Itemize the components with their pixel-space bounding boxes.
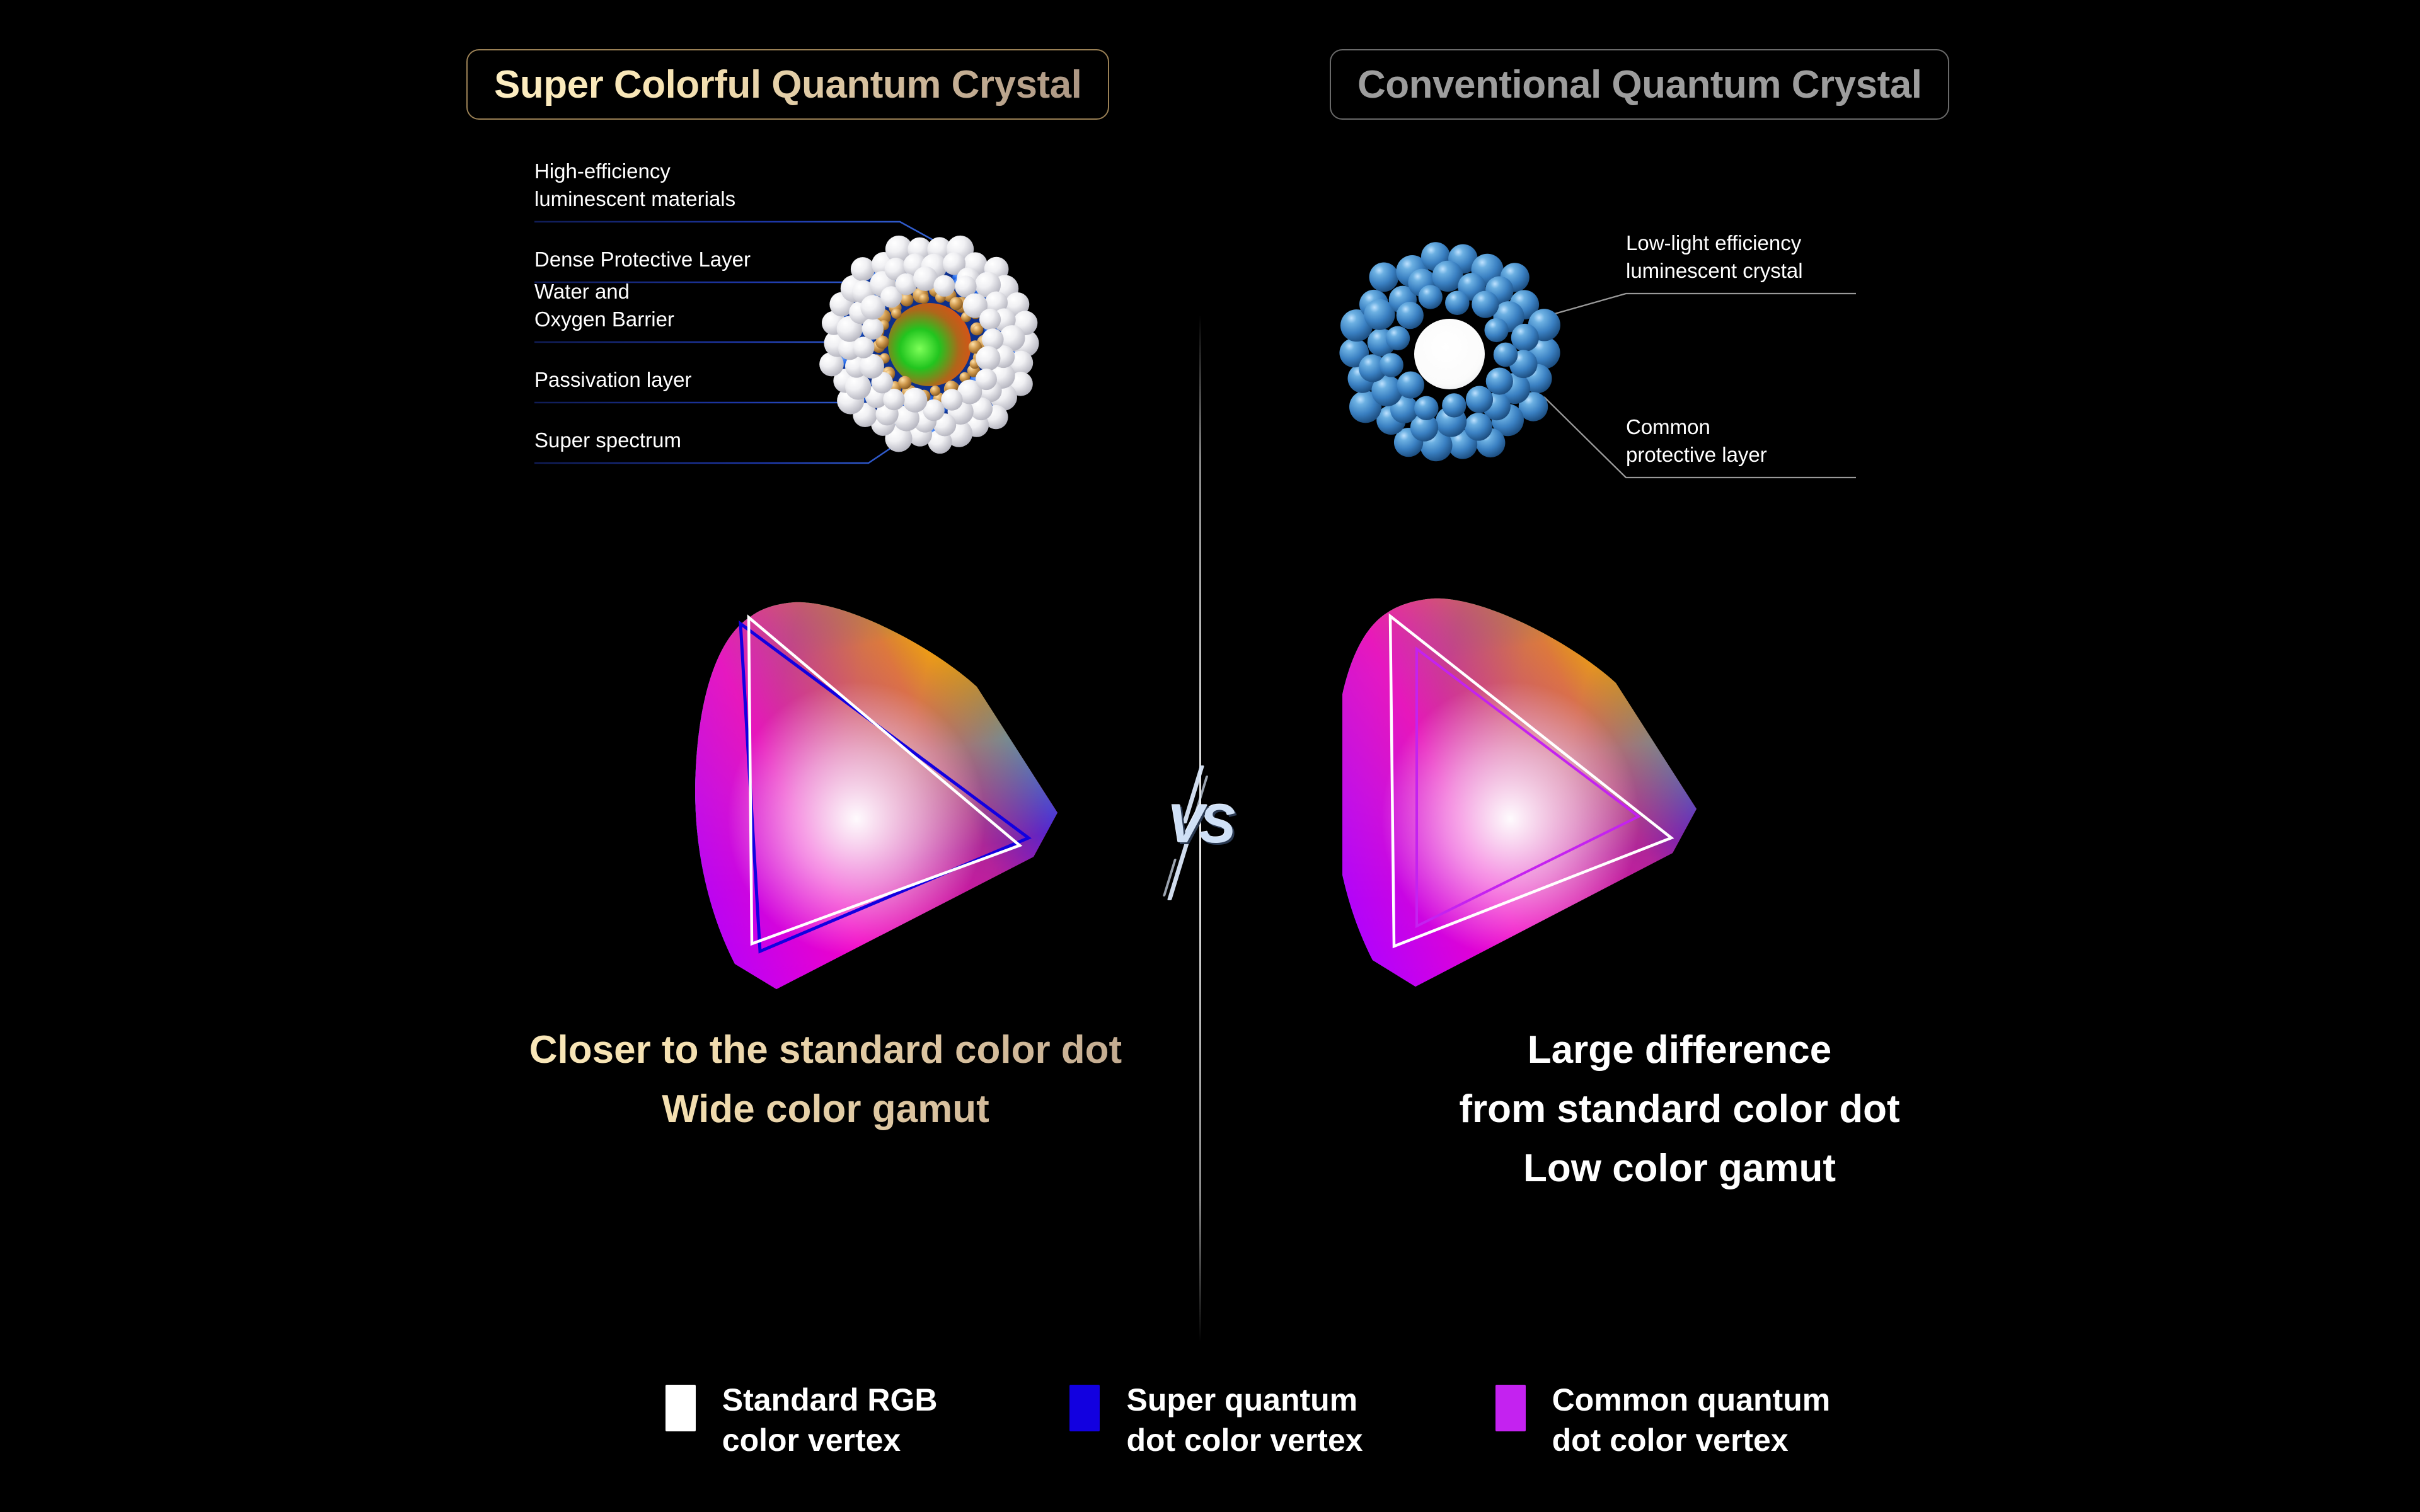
right-panel-caption: Large difference from standard color dot… [1459, 1028, 1900, 1191]
right-panel-title: Conventional Quantum Crystal [1357, 62, 1922, 106]
right-panel-title-box: Conventional Quantum Crystal [1330, 49, 1950, 120]
left-color-gamut-chart [681, 586, 1071, 1002]
conventional-quantum-crystal-illustration [1323, 227, 1576, 479]
center-divider [1199, 315, 1201, 1342]
left-panel-title-box: Super Colorful Quantum Crystal [466, 49, 1110, 120]
legend: Standard RGB color vertex Super quantum … [0, 1380, 2420, 1460]
legend-swatch-standard-rgb [665, 1385, 696, 1431]
annot-left-3-label: Water and Oxygen Barrier [534, 280, 674, 331]
standard-rgb-triangle-left [747, 614, 1023, 946]
annot-left-1: High-efficiency luminescent materials [534, 158, 1013, 222]
right-color-gamut-chart [1342, 586, 1733, 1002]
annot-left-5: Super spectrum [534, 403, 1013, 463]
vs-badge: VS [1158, 765, 1240, 900]
annot-right-1-label: Low-light efficiency luminescent crystal [1626, 231, 1803, 283]
legend-item-super-quantum-dot: Super quantum dot color vertex [1069, 1380, 1363, 1460]
standard-rgb-triangle-right [1388, 613, 1674, 949]
legend-item-common-quantum-dot: Common quantum dot color vertex [1495, 1380, 1831, 1460]
annot-left-2-label: Dense Protective Layer [534, 248, 751, 272]
annot-left-2: Dense Protective Layer [534, 222, 1013, 282]
annot-left-5-label: Super spectrum [534, 428, 681, 452]
annot-right-1: Low-light efficiency luminescent crystal [1626, 214, 2042, 294]
super-colorful-quantum-crystal-illustration [791, 205, 1068, 482]
legend-swatch-common-quantum-dot [1495, 1385, 1526, 1431]
vs-label: VS [1167, 794, 1236, 854]
common-quantum-dot-triangle [1415, 646, 1641, 929]
legend-item-standard-rgb: Standard RGB color vertex [665, 1380, 938, 1460]
legend-swatch-super-quantum-dot [1069, 1385, 1100, 1431]
right-leader-lines [1543, 292, 1856, 479]
left-panel-title: Super Colorful Quantum Crystal [494, 62, 1082, 106]
legend-label-super-quantum-dot: Super quantum dot color vertex [1126, 1382, 1363, 1458]
left-panel-caption: Closer to the standard color dot Wide co… [353, 1021, 1298, 1139]
annot-left-4-label: Passivation layer [534, 368, 692, 392]
legend-label-standard-rgb: Standard RGB color vertex [722, 1382, 938, 1458]
annot-right-2: Common protective layer [1626, 398, 2042, 478]
annot-left-1-label: High-efficiency luminescent materials [534, 159, 736, 211]
annot-left-3: Water and Oxygen Barrier [534, 280, 1013, 342]
legend-label-common-quantum-dot: Common quantum dot color vertex [1552, 1382, 1831, 1458]
right-annotation-group: Low-light efficiency luminescent crystal… [1437, 214, 2067, 529]
annot-right-2-label: Common protective layer [1626, 415, 1767, 467]
annot-left-4: Passivation layer [534, 342, 1013, 403]
